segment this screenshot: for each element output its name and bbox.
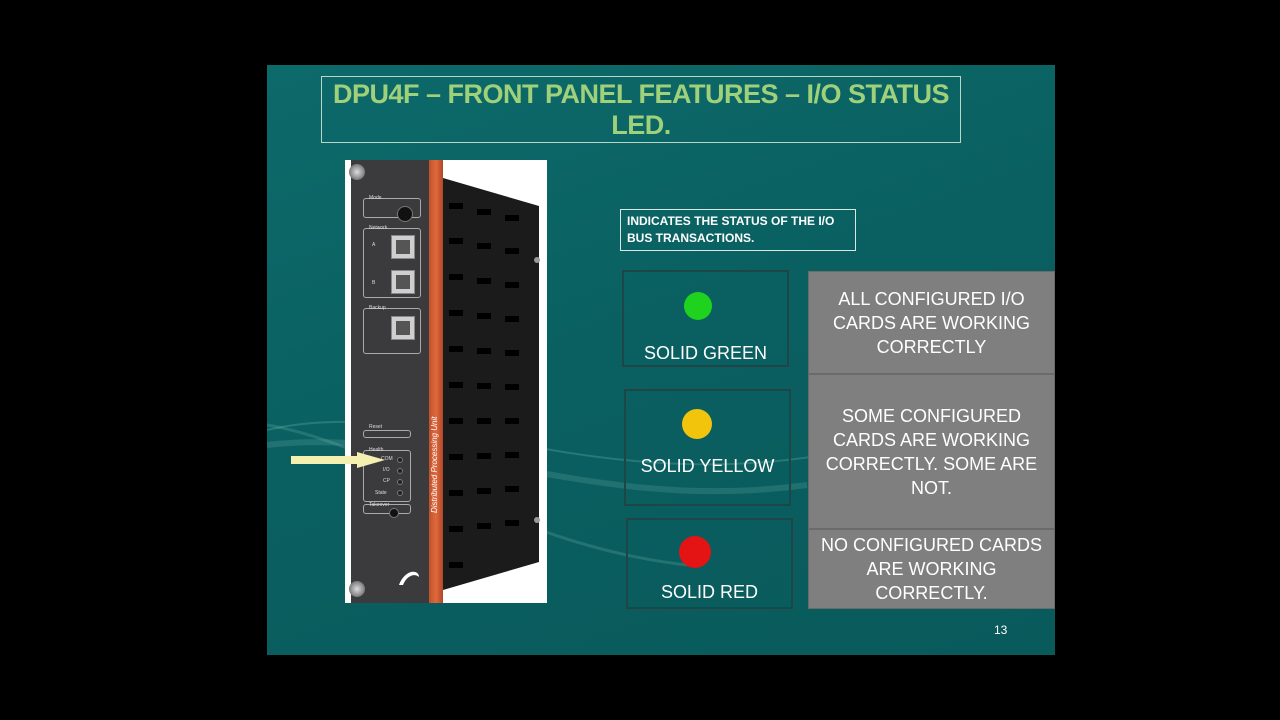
network-group bbox=[363, 228, 421, 298]
led-box-red: SOLID RED bbox=[626, 518, 793, 609]
description-box: INDICATES THE STATUS OF THE I/O BUS TRAN… bbox=[620, 209, 856, 251]
state-label: State bbox=[375, 490, 387, 496]
mode-label: Mode bbox=[369, 195, 382, 201]
backup-group bbox=[363, 308, 421, 354]
port-b-label: B bbox=[372, 280, 376, 286]
led-box-green: SOLID GREEN bbox=[622, 270, 789, 367]
logo-icon bbox=[399, 571, 419, 585]
heatsink-fins bbox=[443, 178, 540, 590]
status-yellow: SOME CONFIGURED CARDS ARE WORKING CORREC… bbox=[808, 374, 1055, 529]
dpu4f-panel-image: Mode Network A B Backup Reset Health COM… bbox=[345, 160, 547, 603]
reset-label: Reset bbox=[369, 424, 383, 430]
title-box: DPU4F – FRONT PANEL FEATURES – I/O STATU… bbox=[321, 76, 961, 143]
takeover-label: Takeover bbox=[369, 502, 390, 508]
red-led-icon bbox=[679, 536, 711, 568]
backup-port-icon bbox=[391, 316, 415, 340]
pointer-arrow-icon bbox=[291, 452, 385, 468]
com-led-label: COM bbox=[381, 456, 393, 462]
cp-led-icon bbox=[397, 479, 403, 485]
network-port-b-icon bbox=[391, 270, 415, 294]
backup-label: Backup bbox=[369, 305, 386, 311]
top-screw-icon bbox=[349, 164, 365, 180]
green-led-icon bbox=[684, 292, 712, 320]
io-led-icon bbox=[397, 468, 403, 474]
takeover-group bbox=[363, 504, 411, 514]
reset-group bbox=[363, 430, 411, 438]
led-label-green: SOLID GREEN bbox=[643, 343, 768, 363]
faceplate bbox=[351, 160, 436, 603]
health-label: Health bbox=[369, 447, 384, 453]
port-a-label: A bbox=[372, 242, 376, 248]
stripe-label: Distributed Processing Unit bbox=[430, 416, 439, 514]
com-led-icon bbox=[397, 457, 403, 463]
health-group bbox=[363, 450, 411, 502]
page-number: 13 bbox=[994, 623, 1008, 637]
led-box-yellow: SOLID YELLOW bbox=[624, 389, 791, 506]
led-label-yellow: SOLID YELLOW bbox=[640, 456, 775, 476]
cp-led-label: CP bbox=[383, 478, 390, 484]
mode-knob-icon bbox=[397, 206, 413, 222]
takeover-button-icon bbox=[389, 508, 399, 518]
network-label: Network bbox=[369, 225, 388, 231]
slide-title: DPU4F – FRONT PANEL FEATURES – I/O STATU… bbox=[332, 78, 950, 140]
orange-stripe bbox=[429, 160, 443, 603]
status-red: NO CONFIGURED CARDS ARE WORKING CORRECTL… bbox=[808, 529, 1055, 609]
led-label-red: SOLID RED bbox=[660, 582, 759, 602]
mode-group bbox=[363, 198, 421, 218]
yellow-led-icon bbox=[682, 409, 712, 439]
status-green: ALL CONFIGURED I/O CARDS ARE WORKING COR… bbox=[808, 271, 1055, 374]
state-led-icon bbox=[397, 490, 403, 496]
io-led-label: I/O bbox=[383, 467, 390, 473]
bottom-screw-icon bbox=[349, 581, 365, 597]
network-port-a-icon bbox=[391, 235, 415, 259]
slide: DPU4F – FRONT PANEL FEATURES – I/O STATU… bbox=[267, 65, 1055, 655]
